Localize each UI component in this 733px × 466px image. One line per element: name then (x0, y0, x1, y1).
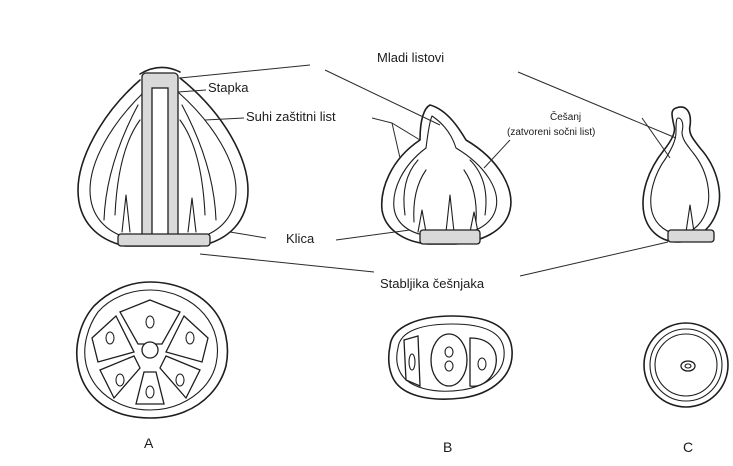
figure-c-cross-section (644, 323, 728, 407)
panel-label-b: B (443, 440, 452, 455)
label-cesanj-subtitle: (zatvoreni sočni list) (507, 127, 595, 139)
figure-b-longitudinal-section (382, 105, 511, 244)
basal-plate-b (420, 230, 480, 244)
label-suhi-zastitni-list: Suhi zaštitni list (246, 109, 336, 124)
label-stabljika-cesnjaka: Stabljika češnjaka (380, 276, 484, 291)
stalk-core-a (152, 88, 168, 238)
basal-plate-a (118, 234, 210, 246)
figure-c-longitudinal-section (643, 107, 719, 242)
panel-label-a: A (144, 436, 153, 451)
panel-label-c: C (683, 440, 693, 455)
label-stapka: Stapka (208, 80, 248, 95)
basal-plate-c (668, 230, 714, 242)
figure-a-cross-section (77, 282, 228, 418)
label-mladi-listovi: Mladi listovi (377, 50, 444, 65)
label-cesanj: Češanj (550, 112, 581, 124)
figure-b-cross-section (389, 316, 512, 399)
label-klica: Klica (286, 231, 314, 246)
